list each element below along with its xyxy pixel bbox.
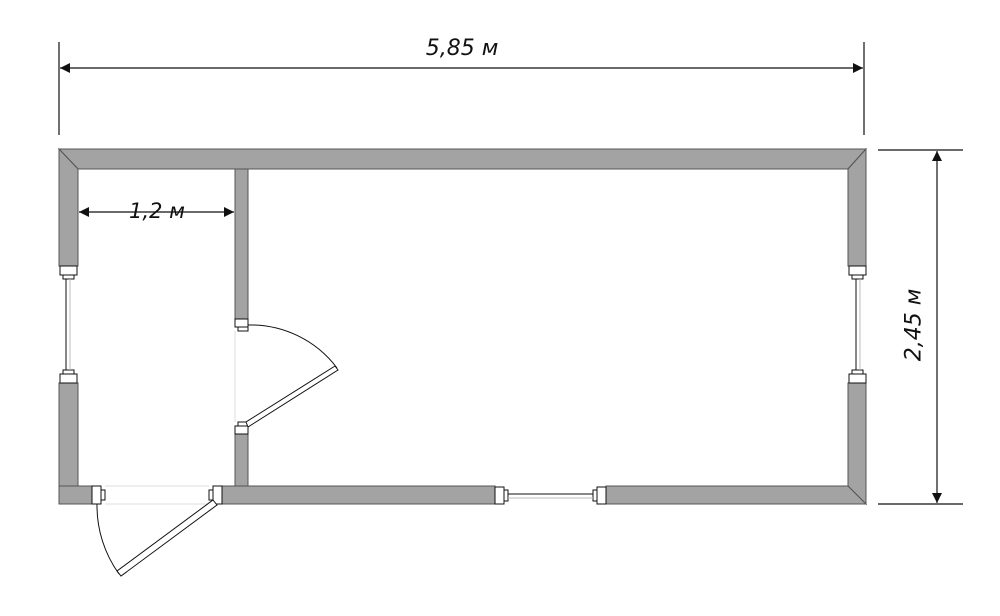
partition-wall-lower: [234, 431, 249, 487]
right-wall-lower: [847, 382, 867, 506]
length-dimension: [58, 42, 865, 135]
length-dimension-label: 5,85 м: [425, 36, 499, 61]
right-wall-upper: [847, 147, 867, 267]
entrance-door-leaf: [116, 499, 218, 577]
entrance-door: [91, 485, 223, 577]
bottom-wall-right: [605, 485, 868, 505]
bottom-window: [494, 486, 607, 505]
width-dimension: [878, 149, 963, 505]
top-wall: [57, 148, 868, 170]
left-window: [59, 265, 78, 384]
left-wall-lower: [58, 382, 79, 487]
bottom-wall-left: [221, 485, 496, 505]
interior-door-leaf: [245, 365, 339, 428]
left-wall-upper: [58, 147, 79, 267]
right-window: [848, 265, 867, 384]
partition-wall-upper: [234, 168, 249, 320]
vestibule-dimension-label: 1,2 м: [129, 199, 185, 223]
walls: [57, 147, 868, 506]
interior-door: [234, 318, 339, 435]
entrance-door-swing: [96, 503, 120, 575]
left-wall-bottom-corner: [58, 485, 93, 505]
width-dimension-label: 2,45 м: [901, 288, 927, 362]
interior-door-swing: [247, 324, 338, 369]
